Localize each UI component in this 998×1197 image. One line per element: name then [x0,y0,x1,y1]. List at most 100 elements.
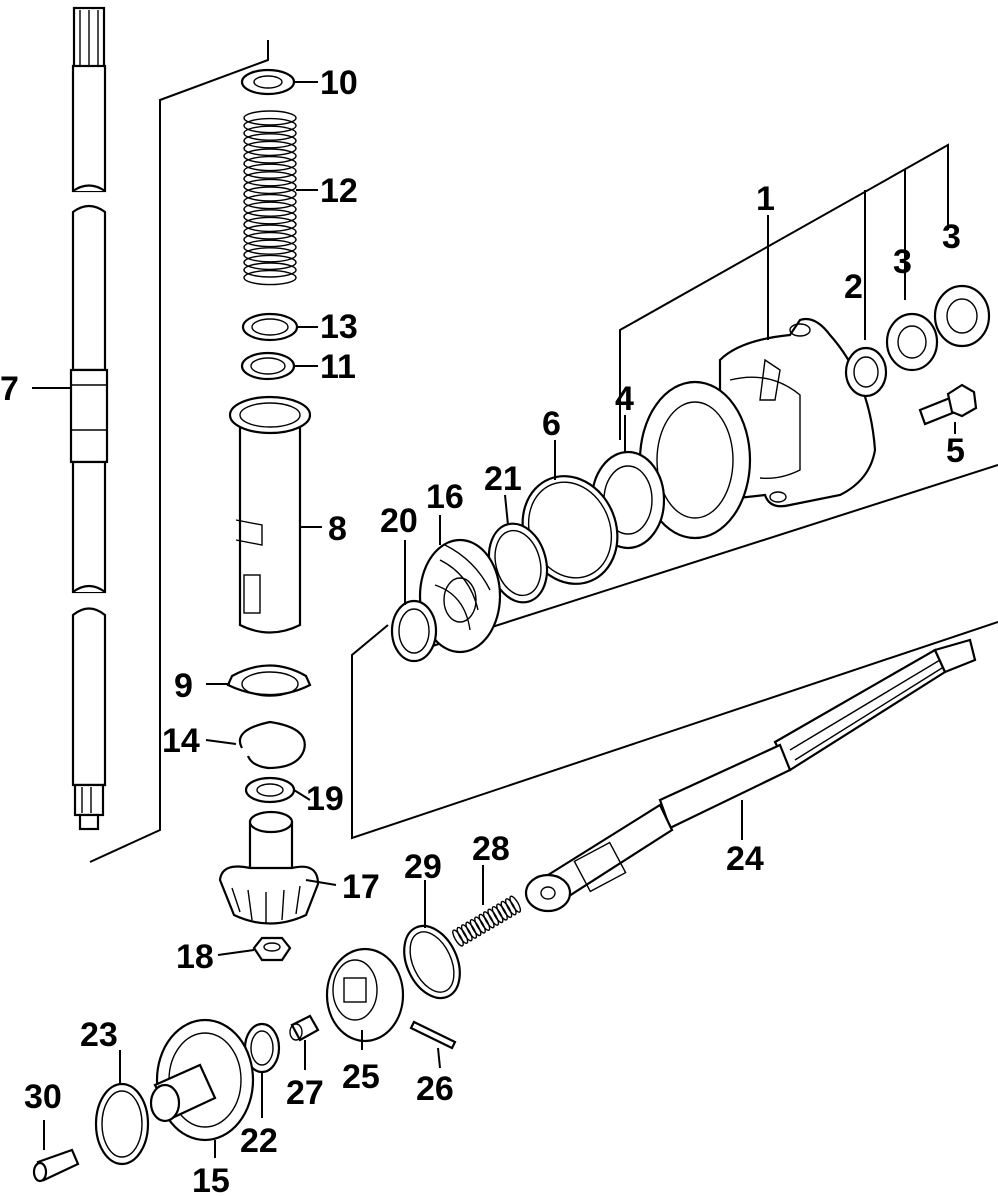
spring-coil [243,193,297,210]
spring-coil [482,911,495,929]
spring-coil [243,125,297,141]
label-11: 11 [320,348,356,386]
part-14-snap-ring [238,720,306,770]
label-4: 4 [615,380,634,418]
part-26-pin [409,1020,457,1050]
spring-coil [243,209,297,225]
part-13-washer [241,312,299,342]
part-3-oil-seal-a [885,312,939,372]
spring-coil [243,269,297,286]
label-30: 30 [24,1078,62,1116]
spring-coil [243,148,297,164]
spring-coil [509,895,522,913]
label-14: 14 [162,722,200,760]
label-22: 22 [240,1122,278,1160]
bracket-shaft [351,621,998,840]
spring-coil [243,140,297,157]
part-18-nut [252,936,292,962]
spring-coil [491,905,504,924]
part-23-washer [94,1082,150,1166]
label-3a: 3 [893,243,912,281]
part-11-washer [240,351,296,381]
part-3-oil-seal-b [933,284,991,348]
spring-coil [243,239,297,255]
part-25-clutch [325,947,405,1043]
label-16: 16 [426,478,464,516]
spring-coil [243,186,297,202]
spring-coil [243,224,297,240]
label-15: 15 [192,1162,230,1197]
bracket-housing [619,143,949,440]
part-29-ring [403,924,461,1000]
spring-coil [243,262,297,278]
spring-coil [243,178,297,195]
part-9-plate [226,664,312,697]
spring-coil [243,254,297,271]
part-10-washer [240,68,296,96]
part-16-gear [418,538,502,654]
spring-coil [243,171,297,187]
part-1-housing [638,317,877,540]
drive-shaft [69,6,109,831]
label-8: 8 [328,510,347,548]
part-20-shim [390,599,438,663]
spring-coil [496,903,508,921]
label-7: 7 [0,370,19,408]
part-2-bearing [844,346,888,398]
part-17-pinion [218,810,320,925]
part-30-pin [32,1148,80,1183]
label-5: 5 [946,432,965,470]
part-12-spring [243,110,297,286]
leader-lines [32,81,956,1158]
label-21: 21 [484,460,522,498]
part-28-spring [452,895,522,947]
spring-coil [243,163,297,179]
spring-coil [487,908,500,926]
spring-coil [465,921,478,939]
spring-coil [243,155,297,172]
spring-coil [243,110,297,126]
spring-coil [243,231,297,248]
label-17: 17 [342,868,380,906]
label-28: 28 [472,830,510,868]
label-10: 10 [320,64,358,102]
label-3b: 3 [942,218,961,256]
label-29: 29 [404,848,442,886]
label-13: 13 [320,308,358,346]
spring-coil [452,929,464,947]
spring-coil [243,216,297,233]
label-27: 27 [286,1074,324,1112]
label-23: 23 [80,1016,118,1054]
part-15-gear [149,1018,255,1142]
spring-coil [504,898,517,916]
spring-coil [243,201,297,217]
label-9: 9 [174,667,193,705]
spring-coil [456,926,469,945]
part-19-washer [244,776,296,804]
spring-coil [243,133,297,149]
spring-coil [243,247,297,263]
label-2: 2 [844,268,863,306]
spring-coil [469,918,482,937]
label-25: 25 [342,1058,380,1096]
part-24-propeller-shaft [524,638,977,913]
bracket-left [89,40,269,863]
part-labels: 10 12 13 11 8 9 14 19 17 18 7 1 2 3 3 4 … [0,64,965,1197]
part-27-pin [289,1014,320,1042]
part-5-bolt [918,383,978,426]
label-1: 1 [756,180,775,218]
spring-coil [478,913,491,932]
spring-coil [474,916,486,934]
label-19: 19 [306,780,344,818]
part-8-sleeve [228,395,312,634]
spring-coil [243,117,297,134]
label-12: 12 [320,172,358,210]
spring-coil [500,900,513,919]
spring-coil [460,924,473,942]
label-24: 24 [726,840,764,878]
label-18: 18 [176,938,214,976]
label-26: 26 [416,1070,454,1108]
label-6: 6 [542,405,561,443]
label-20: 20 [380,502,418,540]
